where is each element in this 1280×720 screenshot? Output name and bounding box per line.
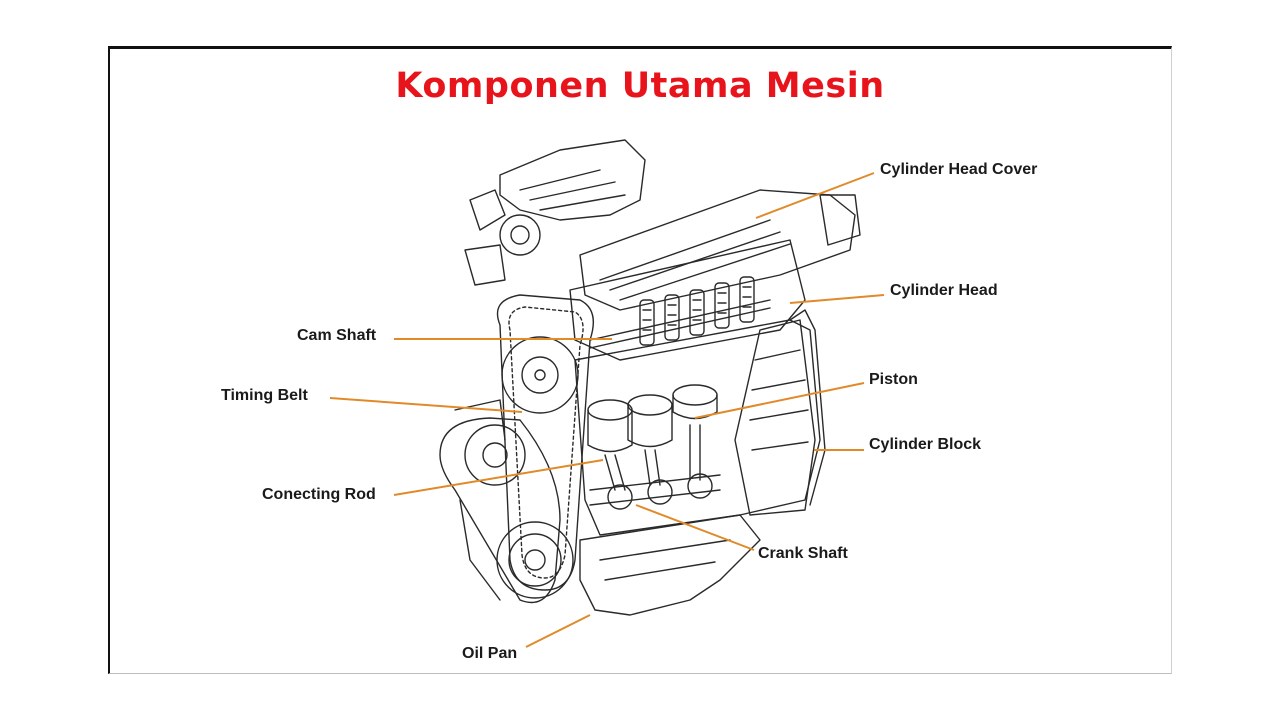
timing-belt-inner (508, 306, 584, 579)
cylinder-block-shape (574, 319, 821, 536)
idler-pulley (464, 424, 526, 486)
label-cylinder-head-cover: Cylinder Head Cover (880, 161, 1038, 178)
leader-conecting-rod (393, 459, 604, 496)
leader-timing-belt (329, 397, 523, 413)
leader-cylinder-head-cover (755, 172, 875, 219)
leader-lines (329, 172, 885, 648)
distributor (819, 194, 861, 246)
leader-piston (694, 382, 865, 419)
block-right-face (789, 309, 826, 506)
manifold-bolt (499, 214, 541, 256)
idler-pulley-inner (482, 442, 508, 468)
block-left-face (454, 399, 506, 601)
leader-crank-shaft (635, 504, 755, 551)
intake-runner (519, 169, 626, 211)
flywheel-housing (734, 319, 816, 516)
manifold-bolt-inner (510, 225, 530, 245)
crank-pulley (496, 521, 574, 599)
diagram-title: Komponen Utama Mesin (395, 66, 885, 106)
label-crank-shaft: Crank Shaft (758, 545, 848, 562)
head-cover-shape (579, 189, 856, 311)
label-piston: Piston (869, 371, 918, 388)
leader-oil-pan (525, 614, 591, 648)
valve-springs (639, 276, 755, 346)
diagram-frame (108, 46, 1172, 674)
timing-belt-shape (496, 294, 594, 591)
head-cover-ribs (599, 219, 791, 301)
crank-pulley-hub (524, 549, 546, 571)
label-oil-pan: Oil Pan (462, 645, 518, 662)
oil-pan-ribs (599, 539, 731, 581)
pistons (587, 384, 718, 453)
intake-manifold (499, 139, 646, 221)
housing-ribs (749, 349, 809, 451)
engine-illustration (439, 139, 861, 616)
cam-pulley (501, 336, 579, 414)
cam-pulley-inner (521, 356, 559, 394)
label-timing-belt: Timing Belt (221, 387, 308, 404)
oil-pan-shape (579, 514, 761, 616)
label-cylinder-block: Cylinder Block (869, 436, 982, 453)
camshaft-body (589, 299, 771, 349)
leader-cylinder-head (789, 294, 885, 304)
label-conecting-rod: Conecting Rod (262, 486, 376, 503)
connecting-rods (604, 424, 701, 491)
label-cam-shaft: Cam Shaft (297, 327, 377, 344)
throttle-body (464, 189, 506, 286)
label-cylinder-head: Cylinder Head (890, 282, 998, 299)
crank-pulley-ring (508, 533, 562, 587)
accessory-belt (439, 417, 561, 604)
